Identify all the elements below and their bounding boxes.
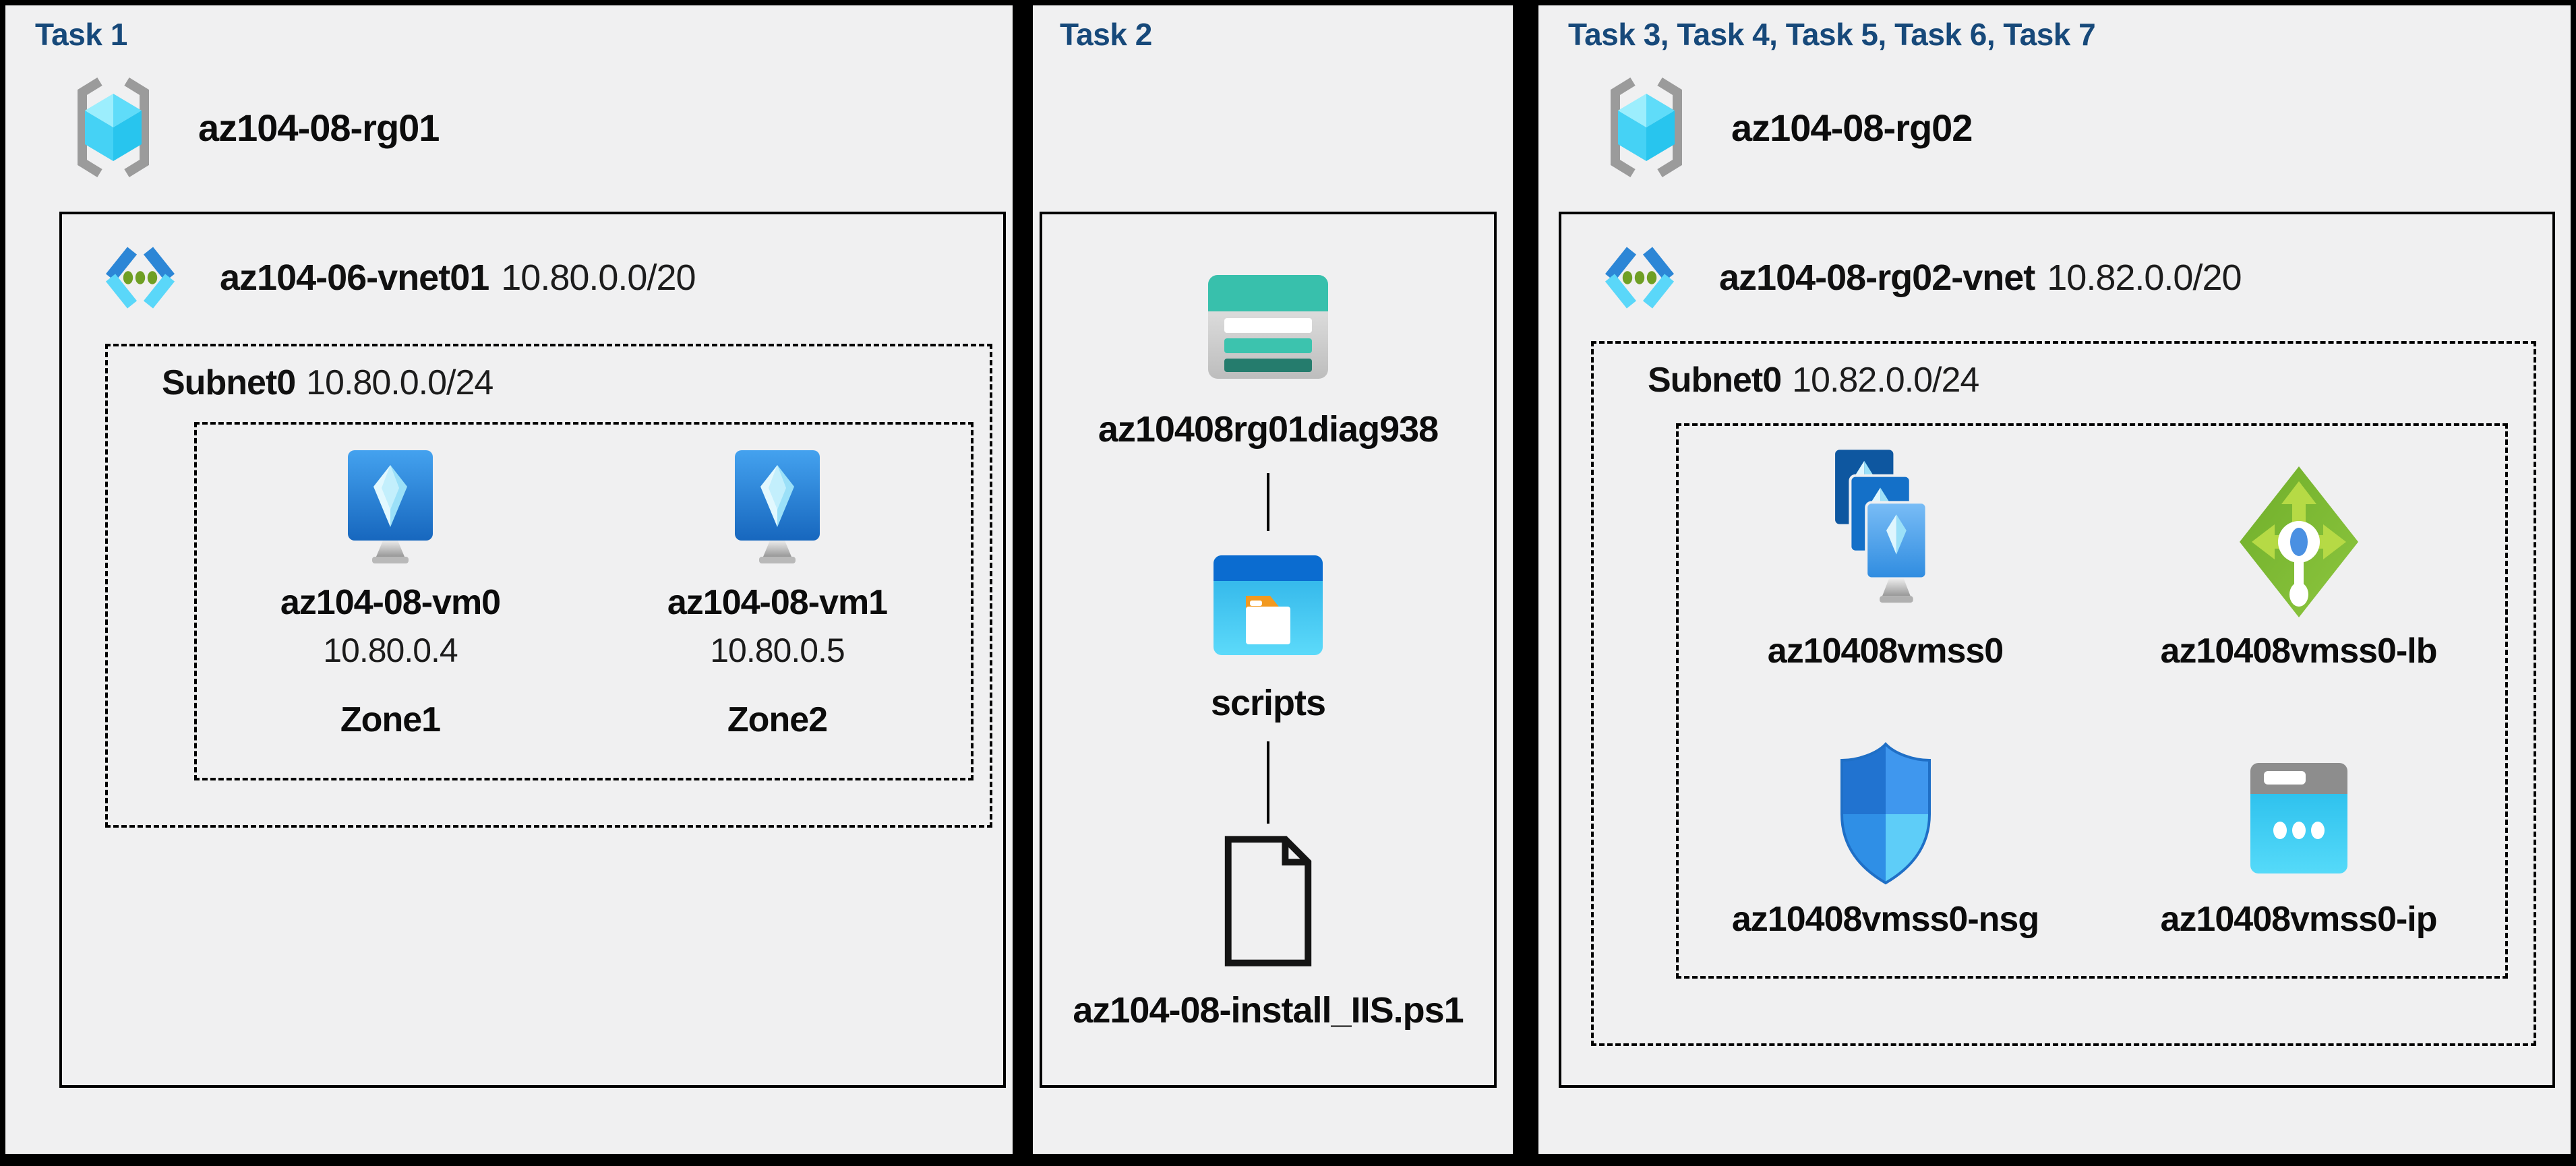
icon-slot xyxy=(1831,712,1940,888)
vnet-name: az104-08-rg02-vnet xyxy=(1719,257,2035,298)
resource-name: az10408vmss0-lb xyxy=(2160,632,2438,671)
subnet-box-task1: Subnet0 10.80.0.0/24 xyxy=(105,344,992,828)
vnet-cidr: 10.82.0.0/20 xyxy=(2047,257,2242,298)
resource-grid: az10408vmss0 xyxy=(1679,426,2505,976)
tasks3to7-title: Task 3, Task 4, Task 5, Task 6, Task 7 xyxy=(1568,17,2096,52)
subnet-cidr: 10.80.0.0/24 xyxy=(306,363,493,402)
vnet-tasks3to7: az104-08-rg02-vnet 10.82.0.0/20 xyxy=(1598,236,2242,319)
subnet-label: Subnet0 10.80.0.0/24 xyxy=(162,363,493,403)
panel-task2: Task 2 az10408rg01diag938 scripts xyxy=(1033,5,1513,1154)
panel-task1: Task 1 az104-08-rg01 xyxy=(5,5,1013,1154)
storage-account-name: az10408rg01diag938 xyxy=(1098,409,1439,450)
icon-slot xyxy=(1818,426,1954,620)
vnet-label: az104-06-vnet01 10.80.0.0/20 xyxy=(220,257,696,299)
connector-line xyxy=(1267,473,1269,531)
vm-name: az104-08-vm0 xyxy=(280,583,501,622)
vnet-box-task1: az104-06-vnet01 10.80.0.0/20 Subnet0 10.80… xyxy=(59,212,1006,1088)
vm-ip: 10.80.0.4 xyxy=(323,632,458,669)
vm-zone: Zone1 xyxy=(340,700,441,739)
subnet-box-tasks3to7: Subnet0 10.82.0.0/24 xyxy=(1591,341,2536,1046)
vnet-icon xyxy=(105,247,175,309)
vmss-resources-box: az10408vmss0 xyxy=(1676,423,2508,979)
vm-ip: 10.80.0.5 xyxy=(710,632,845,669)
vm-cell-0: az104-08-vm0 10.80.0.4 Zone1 xyxy=(212,425,568,778)
task2-title: Task 2 xyxy=(1060,17,1152,52)
public-ip-icon xyxy=(2250,763,2347,873)
resource-name: az10408vmss0-nsg xyxy=(1731,900,2039,939)
vnet-name: az104-06-vnet01 xyxy=(220,257,489,298)
resource-cell-nsg: az10408vmss0-nsg xyxy=(1679,712,2092,940)
vnet-icon xyxy=(1605,247,1675,309)
vm-zone: Zone2 xyxy=(727,700,828,739)
virtual-machine-icon xyxy=(734,450,820,563)
icon-slot xyxy=(2242,712,2356,888)
subnet-label: Subnet0 10.82.0.0/24 xyxy=(1648,360,1979,400)
resource-cell-lb: az10408vmss0-lb xyxy=(2092,426,2505,671)
resource-group-task1: az104-08-rg01 xyxy=(70,71,440,183)
resource-group-name: az104-08-rg02 xyxy=(1731,106,1973,149)
storage-flow-box: az10408rg01diag938 scripts az104-08-inst… xyxy=(1040,212,1497,1088)
vm-grid: az104-08-vm0 10.80.0.4 Zone1 xyxy=(197,425,971,778)
vnet-box-tasks3to7: az104-08-rg02-vnet 10.82.0.0/20 Subnet0 10… xyxy=(1559,212,2555,1088)
vm-zone-box: az104-08-vm0 10.80.0.4 Zone1 xyxy=(194,422,974,780)
nsg-icon xyxy=(1840,742,1931,885)
vnet-label: az104-08-rg02-vnet 10.82.0.0/20 xyxy=(1719,257,2242,299)
resource-cell-vmss: az10408vmss0 xyxy=(1679,426,2092,671)
resource-group-icon xyxy=(78,78,149,177)
subnet-name: Subnet0 xyxy=(1648,361,1782,400)
resource-group-tasks3to7: az104-08-rg02 xyxy=(1603,71,1973,183)
storage-account-icon xyxy=(1208,275,1328,379)
script-file-icon xyxy=(1224,836,1312,966)
load-balancer-icon xyxy=(2239,466,2358,617)
subnet-cidr: 10.82.0.0/24 xyxy=(1792,361,1979,400)
vnet-cidr: 10.80.0.0/20 xyxy=(501,257,696,298)
resource-name: az10408vmss0 xyxy=(1767,632,2004,671)
container-name: scripts xyxy=(1210,683,1326,723)
vnet-task1: az104-06-vnet01 10.80.0.0/20 xyxy=(98,236,696,319)
resource-cell-ip: az10408vmss0-ip xyxy=(2092,712,2505,940)
blob-container-icon xyxy=(1214,555,1323,655)
vm-cell-1: az104-08-vm1 10.80.0.5 Zone2 xyxy=(599,425,955,778)
resource-name: az10408vmss0-ip xyxy=(2160,900,2438,939)
icon-slot xyxy=(2234,426,2364,620)
panel-tasks3to7: Task 3, Task 4, Task 5, Task 6, Task 7 a… xyxy=(1538,5,2571,1154)
connector-line xyxy=(1267,741,1269,824)
vmss-icon xyxy=(1832,448,1928,603)
subnet-name: Subnet0 xyxy=(162,363,296,402)
vm-name: az104-08-vm1 xyxy=(667,583,888,622)
resource-group-name: az104-08-rg01 xyxy=(198,106,440,149)
script-file-name: az104-08-install_IIS.ps1 xyxy=(1073,990,1464,1031)
resource-group-icon xyxy=(1611,78,1682,177)
virtual-machine-icon xyxy=(347,450,433,563)
task1-title: Task 1 xyxy=(35,17,127,52)
